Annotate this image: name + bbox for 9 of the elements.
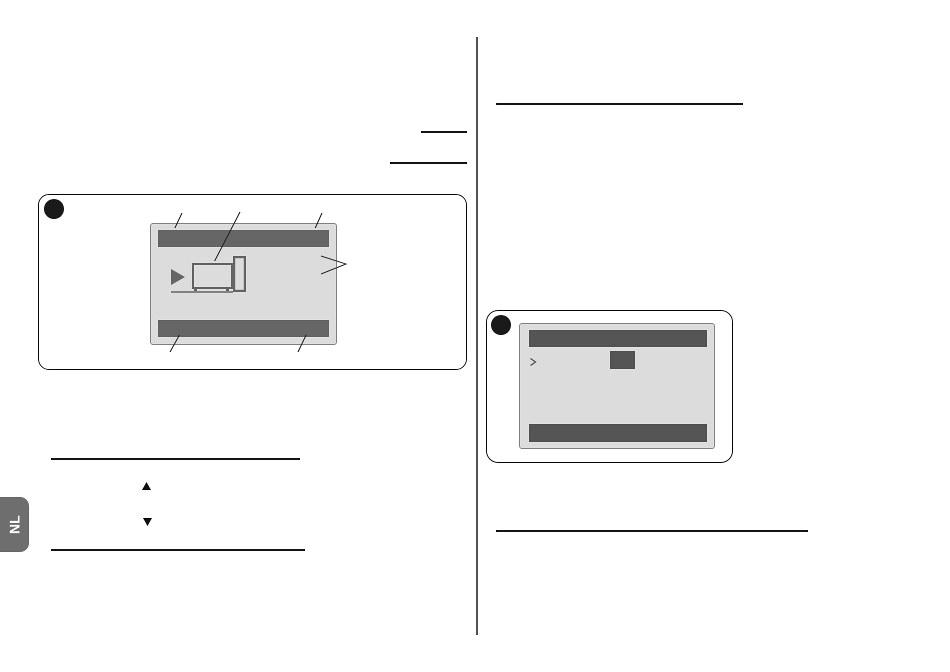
leader-line bbox=[170, 334, 180, 352]
gate-leaf bbox=[192, 263, 233, 289]
leader-line bbox=[298, 334, 307, 352]
footer-bar bbox=[158, 320, 329, 337]
leader-line bbox=[214, 212, 240, 262]
header-bar bbox=[158, 230, 329, 247]
leader-line bbox=[314, 212, 322, 228]
language-tab: NL bbox=[0, 497, 29, 552]
leader-line bbox=[174, 212, 182, 228]
